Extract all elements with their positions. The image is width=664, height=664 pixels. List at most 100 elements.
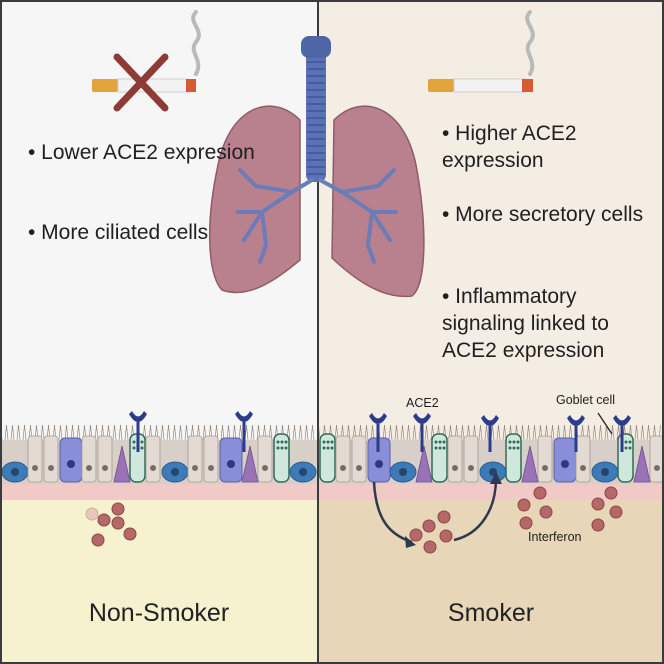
- interferon-particle-icon: [439, 529, 453, 543]
- goblet-cell: [273, 433, 290, 483]
- ace2-receptor-icon: [369, 413, 387, 452]
- nucleus: [86, 465, 92, 471]
- ciliated-cell: [447, 435, 463, 483]
- right-bullet-2: • More secretory cells: [442, 203, 644, 226]
- interferon-particle-icon: [111, 502, 125, 516]
- smoke-right-icon: [525, 10, 535, 76]
- goblet-cell-label: Goblet cell: [556, 393, 616, 407]
- smoke-left-icon: [191, 10, 201, 76]
- basement-membrane: [0, 482, 664, 500]
- nucleus: [150, 465, 156, 471]
- ciliated-cell: [537, 435, 553, 483]
- ace2-receptor-icon: [613, 415, 631, 452]
- interferon-particle-icon: [91, 533, 105, 547]
- secretory-cell: [521, 445, 539, 483]
- nucleus: [399, 468, 407, 476]
- nucleus: [601, 468, 609, 476]
- nucleus: [32, 465, 38, 471]
- nucleus: [654, 465, 660, 471]
- interferon-particle-icon: [422, 519, 436, 533]
- ciliated-cell: [27, 435, 43, 483]
- interferon-particle-icon: [517, 498, 531, 512]
- secretory-cell: [241, 445, 259, 483]
- left-epithelium: [0, 424, 318, 484]
- interferon-particle-icon: [111, 516, 125, 530]
- nucleus: [171, 468, 179, 476]
- interferon-label: Interferon: [528, 530, 582, 544]
- interferon-particle-icon: [85, 507, 99, 521]
- left-submucosa: [0, 498, 318, 664]
- secretory-cell: [633, 445, 651, 483]
- interferon-particle-icon: [97, 513, 111, 527]
- ace2-receptor-icon: [567, 415, 585, 452]
- left-bullet-1: • Lower ACE2 expresion: [28, 141, 255, 164]
- nucleus: [192, 465, 198, 471]
- right-bullet-1: • Higher ACE2 expression: [442, 122, 577, 172]
- nucleus: [452, 465, 458, 471]
- goblet-cell: [319, 433, 336, 483]
- nucleus: [208, 465, 214, 471]
- nucleus: [227, 460, 235, 468]
- arrow-head-icon: [405, 536, 416, 548]
- nucleus: [11, 468, 19, 476]
- nucleus: [542, 465, 548, 471]
- ciliated-cell: [81, 435, 97, 483]
- ciliated-cell: [145, 435, 161, 483]
- ace2-label: ACE2: [406, 396, 439, 410]
- ace2-receptor-icon: [413, 413, 431, 452]
- ace2-receptor-icon: [129, 411, 147, 452]
- secretory-cell: [113, 445, 131, 483]
- nucleus: [262, 465, 268, 471]
- smoker-label: Smoker: [447, 599, 535, 627]
- goblet-cell: [431, 433, 448, 483]
- nucleus: [340, 465, 346, 471]
- non-smoker-label: Non-Smoker: [88, 599, 230, 627]
- interferon-particle-icon: [533, 486, 547, 500]
- nucleus: [375, 460, 383, 468]
- nucleus: [580, 465, 586, 471]
- ciliated-cell: [97, 435, 113, 483]
- lungs-icon: [208, 36, 425, 298]
- left-bullet-2: • More ciliated cells: [28, 221, 209, 244]
- right-submucosa: [318, 498, 664, 664]
- interferon-particle-icon: [591, 518, 605, 532]
- interferon-particles: [85, 486, 623, 554]
- ciliated-cell: [463, 435, 479, 483]
- interferon-particle-icon: [539, 505, 553, 519]
- ace2-receptor-icon: [481, 415, 499, 452]
- interferon-particle-icon: [609, 505, 623, 519]
- ciliated-cell: [351, 435, 367, 483]
- nucleus: [561, 460, 569, 468]
- nucleus: [67, 460, 75, 468]
- ciliated-cell: [335, 435, 351, 483]
- ciliated-cell: [43, 435, 59, 483]
- ciliated-cell: [257, 435, 273, 483]
- ciliated-cell: [649, 435, 664, 483]
- ciliated-cell: [203, 435, 219, 483]
- ciliated-cell: [575, 435, 591, 483]
- goblet-pointer: [597, 412, 613, 435]
- arrow-head-icon: [490, 472, 502, 484]
- right-bullet-3: • Inflammatory signaling linked to ACE2 …: [442, 285, 609, 362]
- interferon-particle-icon: [437, 510, 451, 524]
- interferon-particle-icon: [423, 540, 437, 554]
- nucleus: [356, 465, 362, 471]
- goblet-cell: [505, 433, 522, 483]
- interferon-particle-icon: [519, 516, 533, 530]
- nucleus: [48, 465, 54, 471]
- ciliated-cell: [187, 435, 203, 483]
- nucleus: [102, 465, 108, 471]
- nucleus: [299, 468, 307, 476]
- cigarette-icon: [428, 78, 533, 93]
- ace2-receptor-icon: [235, 411, 253, 452]
- interferon-particle-icon: [123, 527, 137, 541]
- interferon-particle-icon: [591, 497, 605, 511]
- interferon-particle-icon: [604, 486, 618, 500]
- secretory-cell: [415, 445, 433, 483]
- nucleus: [468, 465, 474, 471]
- interferon-particle-icon: [409, 528, 423, 542]
- cigarette-crossed-icon: [92, 53, 196, 112]
